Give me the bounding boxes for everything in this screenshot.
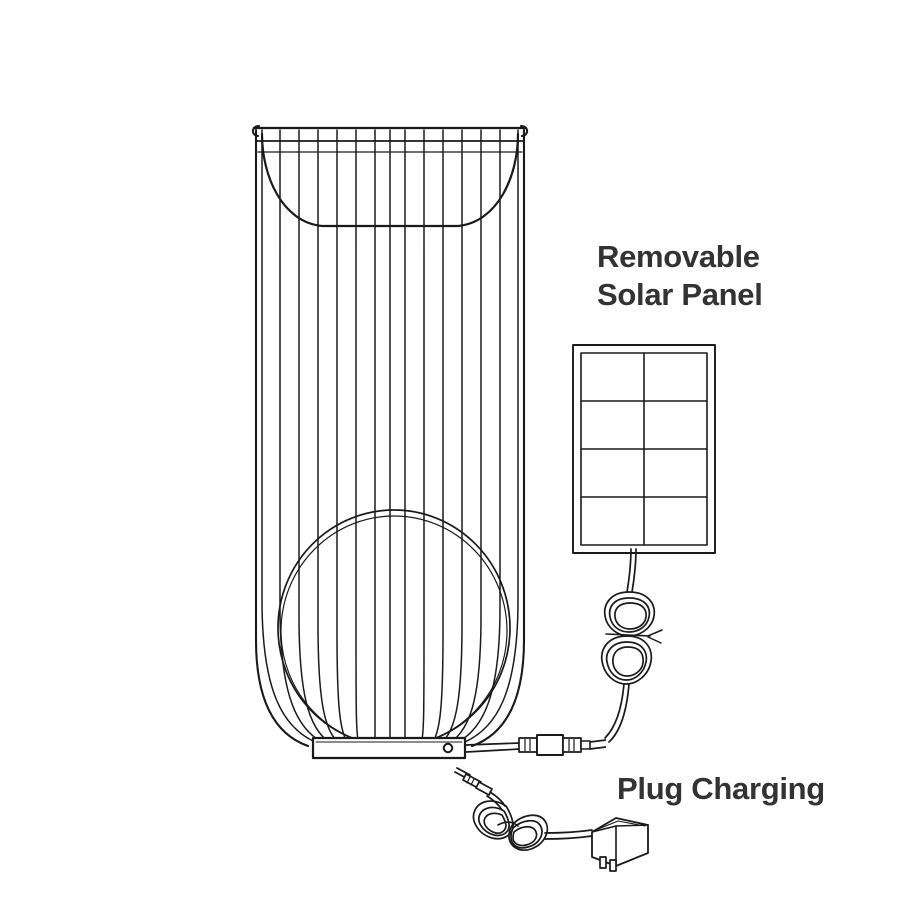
lantern-outline-right	[470, 128, 526, 748]
globe-bulb	[277, 509, 511, 747]
solar-cell-grid	[581, 353, 707, 545]
base-plate	[311, 736, 467, 760]
solar-panel-label-line1: Removable	[597, 239, 760, 274]
rim-hook-left-icon	[251, 124, 261, 138]
rim-hook-right-icon	[519, 124, 529, 138]
lantern-group	[251, 124, 529, 760]
cable-coil-lower	[600, 635, 653, 685]
lantern-ribs	[261, 129, 519, 742]
solar-panel-label: Removable Solar Panel	[597, 238, 763, 314]
adapter-prong-right	[609, 859, 617, 872]
plug-charging-label: Plug Charging	[617, 771, 825, 806]
base-cable-port	[442, 742, 454, 754]
charger-coil-left	[472, 800, 514, 840]
dc-barrel-plug-icon	[454, 767, 493, 796]
cable-tie	[605, 633, 651, 637]
lantern-outline	[254, 128, 310, 748]
cable-tie-tail	[647, 629, 663, 644]
barrel-connector	[465, 734, 607, 756]
adapter-prong-left	[599, 856, 607, 869]
lantern-inner-bowl	[260, 132, 520, 228]
panel-cable	[600, 548, 663, 743]
charger-coil-knot	[497, 821, 519, 827]
solar-panel-label-line2: Solar Panel	[597, 276, 763, 312]
wall-charger-plug	[454, 767, 649, 872]
cable-coil-upper	[603, 591, 656, 637]
charger-coil-right	[508, 814, 549, 851]
adapter-block	[591, 817, 649, 872]
solar-panel	[572, 344, 716, 554]
